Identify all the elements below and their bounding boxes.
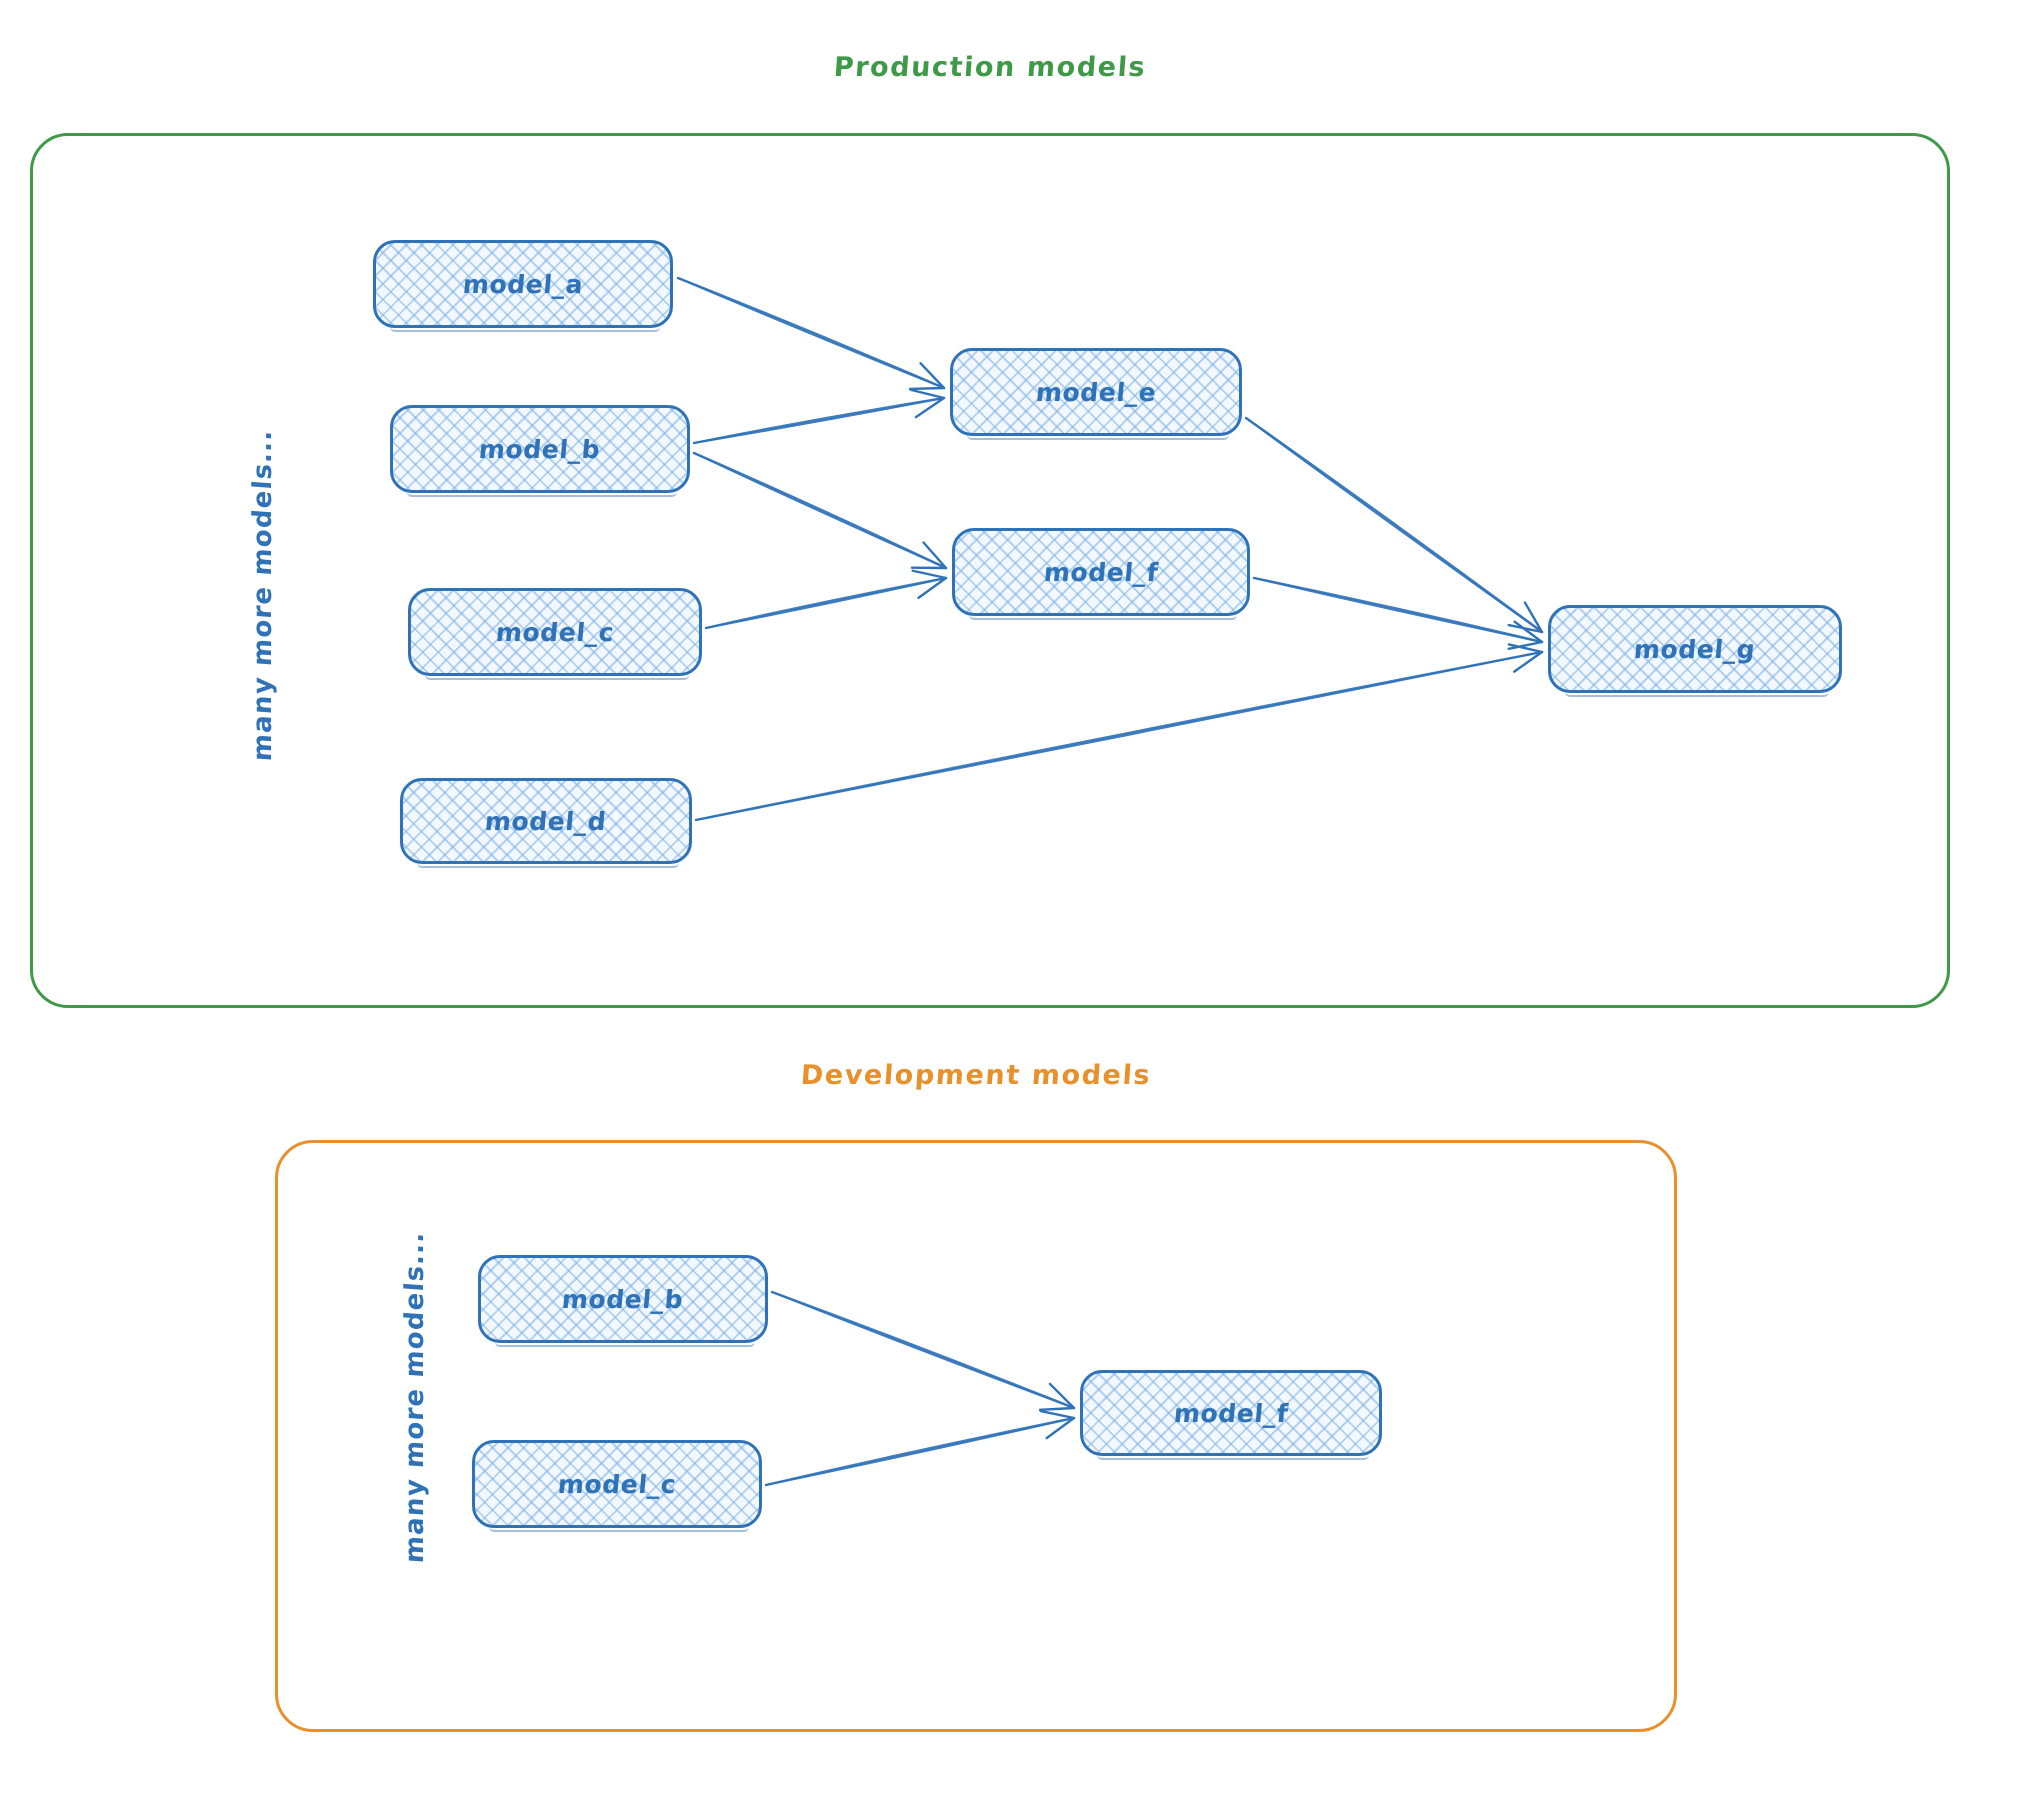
production-group-container: [30, 133, 1950, 1008]
model-node-label: model_d: [484, 806, 608, 836]
model-node-model-f-production[interactable]: model_f: [952, 528, 1250, 620]
model-node-label: model_a: [461, 269, 585, 299]
model-node-model-d-production[interactable]: model_d: [400, 778, 692, 868]
model-node-label: model_f: [1172, 1398, 1290, 1428]
model-node-label: model_b: [561, 1284, 685, 1314]
model-node-model-g-production[interactable]: model_g: [1548, 605, 1842, 697]
model-node-label: model_c: [556, 1469, 678, 1499]
model-node-model-a-production[interactable]: model_a: [373, 240, 673, 332]
model-node-model-b-development[interactable]: model_b: [478, 1255, 768, 1347]
model-node-label: model_c: [494, 617, 616, 647]
production-many-more-models-label: many more models...: [248, 428, 278, 763]
model-node-model-c-development[interactable]: model_c: [472, 1440, 762, 1532]
development-group-container: [275, 1140, 1677, 1732]
model-node-model-e-production[interactable]: model_e: [950, 348, 1242, 440]
model-node-model-c-production[interactable]: model_c: [408, 588, 702, 680]
model-node-label: model_e: [1034, 377, 1158, 407]
production-group-title: Production models: [832, 52, 1148, 83]
model-node-label: model_b: [478, 434, 602, 464]
model-node-model-b-production[interactable]: model_b: [390, 405, 690, 497]
model-node-label: model_g: [1633, 634, 1757, 664]
model-node-model-f-development[interactable]: model_f: [1080, 1370, 1382, 1460]
development-many-more-models-label: many more models...: [400, 1230, 430, 1565]
development-group-title: Development models: [799, 1060, 1153, 1091]
model-node-label: model_f: [1042, 557, 1160, 587]
